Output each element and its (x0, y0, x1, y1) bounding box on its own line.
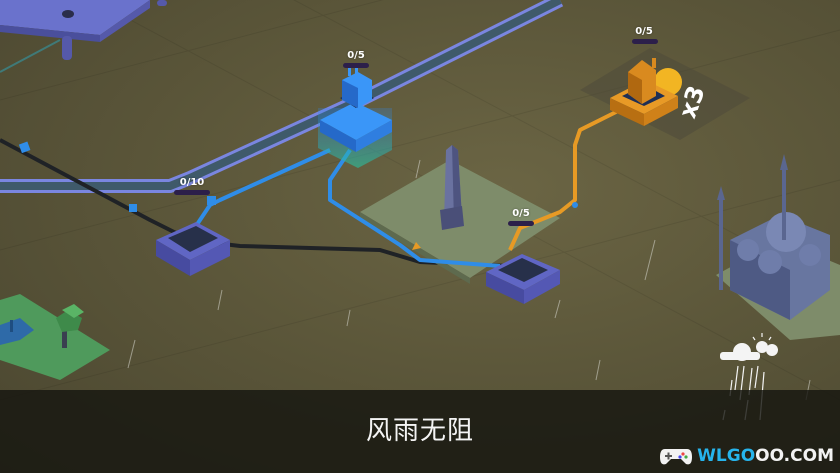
blue-factory-counter: 0/5 (347, 50, 365, 61)
caption-band (0, 390, 840, 473)
gamepad-icon (660, 449, 693, 465)
fountain-park[interactable] (0, 294, 110, 380)
caption-text: 风雨无阻 (365, 416, 474, 446)
top-left-station[interactable] (0, 0, 167, 60)
mosque-landmark[interactable] (716, 154, 840, 340)
orange-transit-line[interactable] (508, 108, 621, 251)
orange-house-progress-bar (632, 39, 658, 44)
blue-factory-progress-bar (343, 63, 369, 68)
right-station[interactable] (486, 254, 560, 304)
left-station[interactable] (156, 222, 230, 276)
highway (0, 0, 564, 193)
blue-transit-line[interactable] (188, 148, 501, 268)
right-station-progress-bar (508, 221, 534, 226)
orange-house[interactable] (580, 48, 750, 140)
blue-factory[interactable] (318, 64, 392, 168)
right-station-counter: 0/5 (512, 208, 530, 219)
left-station-progress-bar (174, 190, 210, 195)
watermark: WLGOOO.COM (659, 445, 834, 467)
watermark-brand-white: OO.COM (755, 446, 834, 466)
left-station-counter: 0/10 (179, 177, 205, 188)
watermark-brand-blue: WLGO (697, 446, 756, 466)
orange-house-counter: 0/5 (635, 26, 653, 37)
